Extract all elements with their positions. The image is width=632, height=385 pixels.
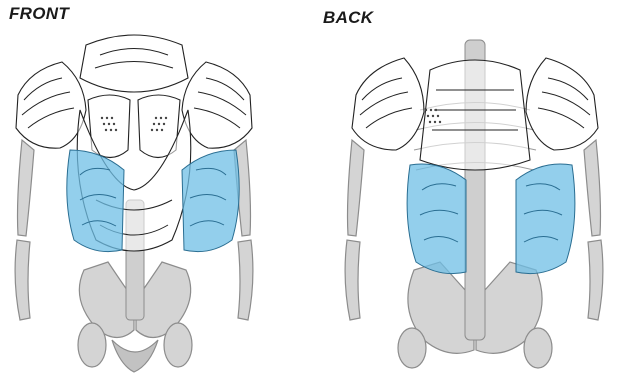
back-protector-plate xyxy=(420,60,530,170)
back-kidney-pads xyxy=(407,164,575,274)
